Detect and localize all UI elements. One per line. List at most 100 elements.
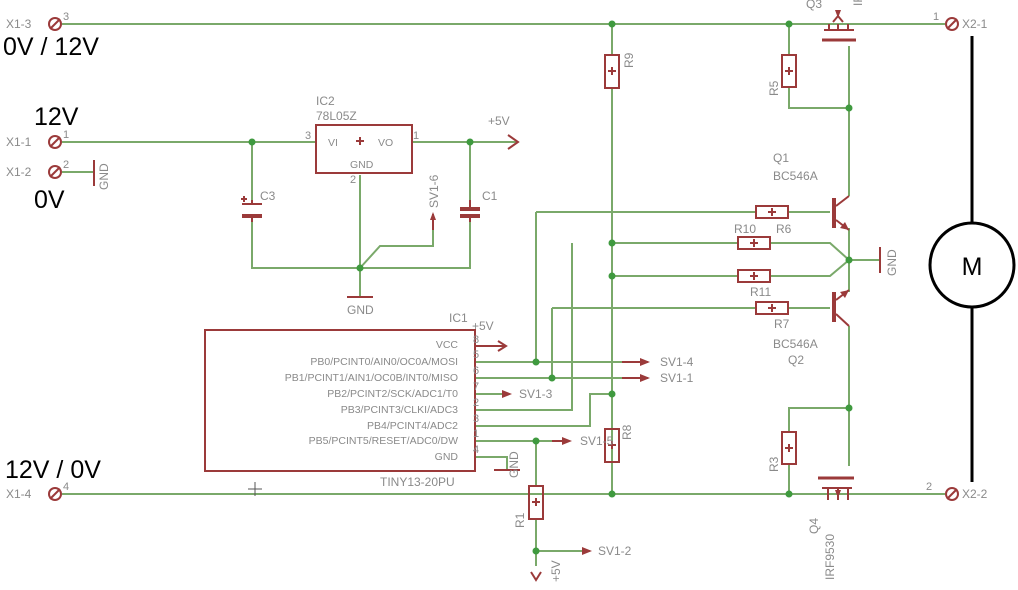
- svg-text:1: 1: [933, 11, 939, 23]
- svg-text:SV1-6: SV1-6: [427, 174, 441, 208]
- wires: [62, 23, 945, 566]
- svg-text:R5: R5: [767, 80, 781, 96]
- resistor-r10: R10: [734, 222, 771, 250]
- svg-text:IRF9530: IRF9530: [851, 0, 865, 6]
- svg-text:1: 1: [63, 129, 69, 141]
- header-sv1-1: SV1-1: [622, 371, 694, 385]
- svg-text:VCC: VCC: [436, 339, 459, 351]
- svg-text:PB0/PCINT0/AIN0/OC0A/MOSI: PB0/PCINT0/AIN0/OC0A/MOSI: [310, 356, 458, 368]
- resistor-r5: R5: [767, 54, 797, 96]
- svg-text:R1: R1: [513, 512, 527, 528]
- svg-text:PB4/PCINT4/ADC2: PB4/PCINT4/ADC2: [367, 420, 458, 432]
- capacitor-c3: C3: [241, 189, 276, 222]
- gnd-symbol-mcu: GND: [494, 451, 521, 478]
- svg-text:R7: R7: [774, 317, 790, 331]
- svg-text:BC546A: BC546A: [773, 337, 818, 351]
- plus5v-arrow-mcu: +5V: [472, 319, 508, 352]
- svg-text:X1-2: X1-2: [6, 165, 32, 179]
- svg-text:R11: R11: [750, 285, 771, 299]
- svg-text:C3: C3: [260, 189, 276, 203]
- label-supply-bottom: 12V / 0V: [5, 456, 101, 484]
- svg-text:8: 8: [473, 334, 479, 346]
- svg-text:SV1-4: SV1-4: [660, 355, 694, 369]
- header-sv1-5: SV1-5: [552, 434, 614, 448]
- label-supply-top: 0V / 12V: [3, 33, 99, 61]
- connector-x1-2: X1-2 2: [6, 159, 69, 179]
- connector-x2-1: X2-1 1: [933, 11, 988, 31]
- svg-text:2: 2: [63, 159, 69, 171]
- svg-text:VI: VI: [328, 137, 338, 149]
- junctions: [248, 20, 853, 555]
- svg-text:TINY13-20PU: TINY13-20PU: [380, 475, 455, 489]
- svg-text:4: 4: [63, 481, 69, 493]
- svg-text:GND: GND: [97, 163, 111, 190]
- capacitor-c1: C1: [460, 189, 498, 222]
- label-supply-0v: 0V: [34, 186, 65, 214]
- svg-text:BC546A: BC546A: [773, 169, 818, 183]
- resistor-r9: R9: [604, 52, 636, 89]
- svg-text:SV1-5: SV1-5: [580, 434, 614, 448]
- resistor-r7: R7: [755, 301, 790, 331]
- connector-x1-3: X1-3 3: [6, 11, 69, 31]
- svg-text:SV1-1: SV1-1: [660, 371, 694, 385]
- svg-text:R8: R8: [620, 424, 634, 440]
- svg-text:78L05Z: 78L05Z: [316, 109, 357, 123]
- svg-text:7: 7: [473, 381, 479, 393]
- plus5v-arrow-regulator: +5V: [488, 114, 520, 150]
- resistor-r3: R3: [767, 431, 797, 472]
- mosfet-q3: Q3 IRF9530: [806, 0, 865, 42]
- svg-text:1: 1: [473, 428, 479, 440]
- svg-text:SV1-2: SV1-2: [598, 544, 632, 558]
- connector-x1-1: X1-1 1: [6, 129, 69, 149]
- gnd-symbol-regulator: GND: [347, 296, 374, 317]
- header-sv1-6: SV1-6: [427, 174, 441, 230]
- svg-text:Q2: Q2: [788, 353, 804, 367]
- svg-text:1: 1: [413, 130, 419, 142]
- connector-x1-4: X1-4 4: [6, 481, 69, 501]
- svg-text:6: 6: [473, 365, 479, 377]
- svg-text:C1: C1: [482, 189, 498, 203]
- svg-text:PB2/PCINT2/SCK/ADC1/T0: PB2/PCINT2/SCK/ADC1/T0: [327, 388, 458, 400]
- svg-text:PB3/PCINT3/CLKI/ADC3: PB3/PCINT3/CLKI/ADC3: [341, 404, 458, 416]
- svg-text:R9: R9: [622, 52, 636, 68]
- svg-text:Q4: Q4: [807, 518, 821, 534]
- regulator-ic2: IC2 78L05Z VI VO GND 3 1 2: [305, 94, 419, 186]
- svg-text:R3: R3: [767, 456, 781, 472]
- gnd-symbol-x1-2: GND: [93, 160, 111, 190]
- resistor-r6: R6: [755, 205, 792, 236]
- plus5v-arrow-r1: +5V: [530, 560, 563, 582]
- header-sv1-4: SV1-4: [622, 355, 694, 369]
- svg-text:GND: GND: [435, 451, 459, 463]
- svg-text:GND: GND: [350, 159, 374, 171]
- transistor-q1: Q1 BC546A: [773, 151, 850, 231]
- svg-text:Q3: Q3: [806, 0, 822, 11]
- svg-text:+5V: +5V: [488, 114, 510, 128]
- svg-text:5: 5: [473, 349, 479, 361]
- crosshair-mark: [248, 482, 262, 496]
- svg-text:2: 2: [350, 174, 356, 186]
- resistor-r1: R1: [513, 485, 544, 528]
- svg-text:X2-2: X2-2: [962, 487, 988, 501]
- svg-text:R6: R6: [776, 222, 792, 236]
- svg-text:3: 3: [473, 413, 479, 425]
- svg-text:GND: GND: [507, 451, 521, 478]
- svg-text:M: M: [962, 253, 983, 281]
- svg-text:X1-4: X1-4: [6, 487, 32, 501]
- svg-text:+5V: +5V: [549, 560, 563, 582]
- svg-text:X1-1: X1-1: [6, 135, 32, 149]
- svg-text:VO: VO: [378, 137, 393, 149]
- svg-text:2: 2: [926, 481, 932, 493]
- connector-x2-2: X2-2 2: [926, 481, 988, 501]
- svg-text:3: 3: [305, 130, 311, 142]
- svg-text:R10: R10: [734, 222, 756, 236]
- svg-text:PB1/PCINT1/AIN1/OC0B/INT0/MISO: PB1/PCINT1/AIN1/OC0B/INT0/MISO: [285, 372, 458, 384]
- label-supply-12v: 12V: [34, 103, 79, 131]
- resistor-r11: R11: [737, 269, 771, 299]
- svg-text:GND: GND: [347, 303, 374, 317]
- mosfet-q4: Q4 IRF9530: [807, 476, 854, 580]
- svg-text:SV1-3: SV1-3: [519, 387, 553, 401]
- svg-text:X2-1: X2-1: [962, 17, 988, 31]
- mcu-ic1: IC1 TINY13-20PU VCC PB0/PCINT0/AIN0/OC0A…: [204, 311, 479, 489]
- gnd-symbol-transistors: GND: [879, 247, 899, 276]
- transistor-q2: BC546A Q2: [773, 289, 850, 367]
